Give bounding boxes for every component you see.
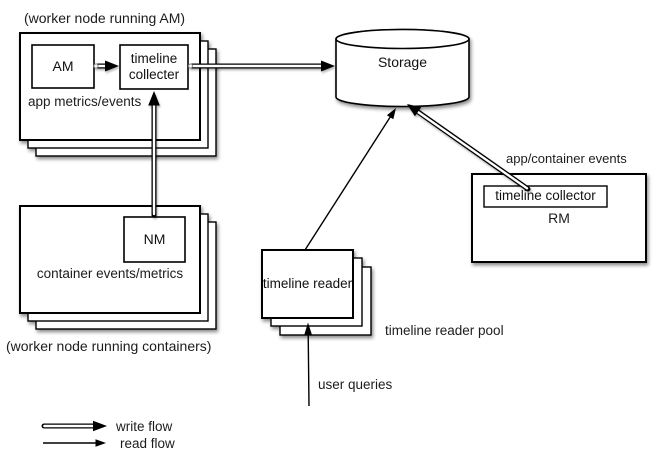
am-collector-label: timeline collecter: [128, 50, 180, 82]
read-flow-arrows: [304, 108, 396, 407]
storage-cylinder-top: [335, 28, 470, 50]
rm-node: [471, 173, 647, 263]
timeline-reader-stack: [261, 249, 372, 336]
container-events-metrics-label: container events/metrics: [36, 266, 184, 281]
rm-collector-label: timeline collector: [495, 188, 596, 204]
storage-label: Storage: [377, 53, 428, 70]
arrow-collector-to-storage: [187, 60, 335, 72]
arrow-nm-to-collector: [148, 91, 160, 218]
write-flow-arrow-icon: [41, 420, 107, 432]
legend-write-flow-label: write flow: [116, 419, 173, 434]
arrow-rm-to-storage: [407, 104, 531, 192]
worker-containers-node-stack: [19, 205, 217, 330]
storage-cylinder: [335, 28, 470, 108]
rm-timeline-collector-box: [483, 185, 608, 208]
arrow-user-queries-to-reader: [304, 322, 312, 407]
am-timeline-collector-box: [119, 44, 189, 90]
nm-label: NM: [143, 231, 166, 248]
legend-arrows: [41, 420, 107, 447]
worker-containers-caption: (worker node running containers): [6, 338, 212, 354]
read-flow-arrow-icon: [43, 439, 106, 447]
write-flow-arrows: [93, 60, 531, 218]
worker-am-caption: (worker node running AM): [24, 10, 186, 26]
rm-label: RM: [548, 210, 570, 226]
timeline-reader-pool-label: timeline reader pool: [385, 323, 504, 338]
timeline-reader-label: timeline reader: [262, 275, 353, 291]
arrow-reader-to-storage: [304, 108, 396, 251]
app-metrics-events-label: app metrics/events: [28, 94, 142, 109]
am-label: AM: [52, 58, 74, 75]
user-queries-label: user queries: [318, 377, 393, 392]
worker-am-node-stack: [19, 32, 217, 157]
app-container-events-label: app/container events: [506, 151, 627, 166]
legend-read-flow-label: read flow: [120, 436, 175, 451]
arrow-am-to-collector: [93, 60, 119, 72]
nm-box: [123, 216, 186, 263]
reader-stack-front: [261, 249, 354, 319]
